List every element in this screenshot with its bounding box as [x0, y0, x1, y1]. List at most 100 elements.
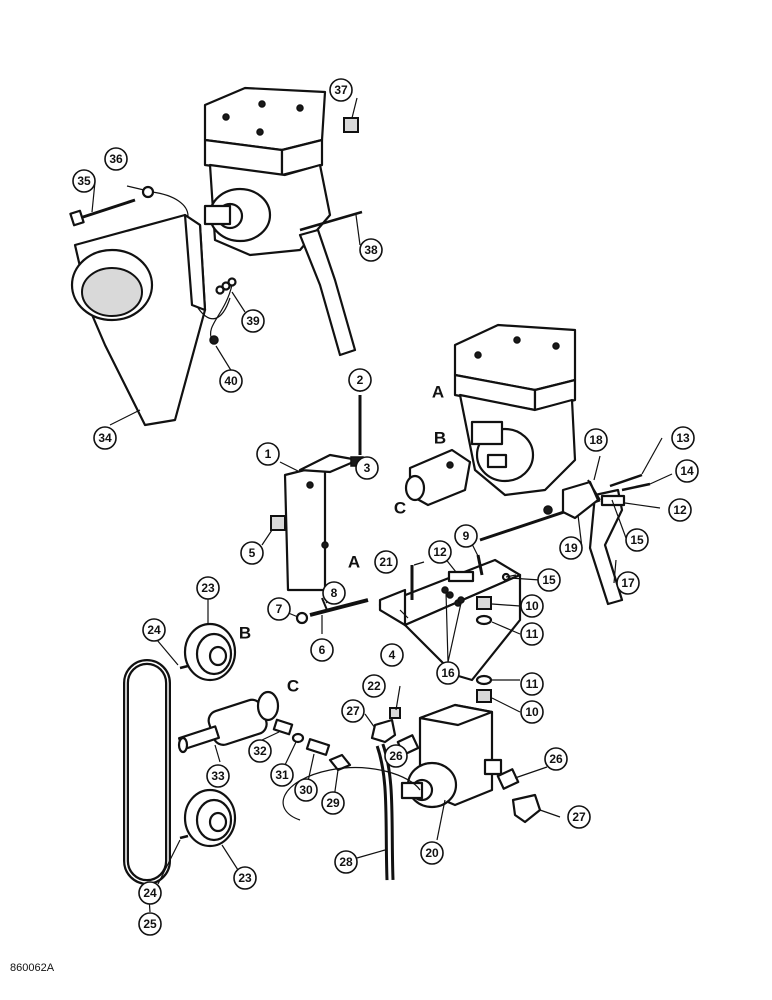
svg-text:39: 39	[246, 314, 260, 328]
callout-26-mid: 26	[384, 744, 408, 768]
svg-text:13: 13	[676, 431, 690, 445]
nut-16b	[457, 596, 465, 604]
callout-31: 31	[270, 763, 294, 787]
coupling-upper	[404, 448, 472, 507]
svg-text:17: 17	[621, 576, 635, 590]
svg-text:34: 34	[98, 431, 112, 445]
pulley-23-upper	[183, 622, 237, 682]
svg-text:15: 15	[542, 573, 556, 587]
svg-text:7: 7	[276, 602, 283, 616]
figure-id: 860062A	[10, 962, 55, 974]
bolt-38	[299, 210, 363, 232]
leader-lines	[91, 97, 673, 913]
callout-1: 1	[256, 442, 280, 466]
svg-text:9: 9	[463, 529, 470, 543]
callout-30: 30	[294, 778, 318, 802]
svg-text:35: 35	[77, 174, 91, 188]
callout-35: 35	[72, 169, 96, 193]
callout-14: 14	[675, 459, 699, 483]
callout-11-lower: 11	[520, 672, 544, 696]
svg-text:26: 26	[549, 752, 563, 766]
svg-text:8: 8	[331, 586, 338, 600]
bolt-18	[587, 479, 601, 501]
elbow-27a	[370, 718, 397, 744]
hydraulic-motor-33	[177, 690, 280, 754]
callout-24-upper: 24	[142, 618, 166, 642]
callout-3: 3	[355, 456, 379, 480]
nut-10-lower	[476, 689, 492, 703]
callout-6: 6	[310, 638, 334, 662]
svg-text:23: 23	[201, 581, 215, 595]
svg-text:10: 10	[525, 599, 539, 613]
gearbox-20	[400, 703, 503, 809]
letter-B-upper: B	[434, 429, 446, 448]
callout-37: 37	[329, 78, 353, 102]
v-belt-25	[123, 659, 171, 885]
callout-15-right: 15	[625, 528, 649, 552]
svg-text:36: 36	[109, 152, 123, 166]
washer-36	[141, 185, 155, 199]
fitting-30	[305, 738, 331, 756]
fitting-22	[389, 707, 401, 719]
svg-text:32: 32	[253, 744, 267, 758]
svg-text:12: 12	[433, 545, 447, 559]
nut-5	[270, 515, 286, 531]
svg-text:4: 4	[389, 648, 396, 662]
bolt-35	[69, 198, 136, 227]
svg-text:27: 27	[572, 810, 586, 824]
fitting-26b	[496, 768, 520, 790]
callout-36: 36	[104, 147, 128, 171]
svg-text:24: 24	[143, 886, 157, 900]
letter-B-lower: B	[239, 624, 251, 643]
nut-upper	[543, 505, 553, 515]
svg-text:21: 21	[379, 555, 393, 569]
svg-text:18: 18	[589, 433, 603, 447]
callout-27-mid: 27	[341, 699, 365, 723]
bolt-13	[609, 473, 643, 488]
letter-C-upper: C	[394, 499, 406, 518]
callout-19: 19	[559, 536, 583, 560]
callout-27-right: 27	[567, 805, 591, 829]
washer-11-lower	[475, 674, 493, 686]
bracket-1	[283, 453, 360, 592]
svg-text:14: 14	[680, 464, 694, 478]
svg-text:1: 1	[265, 447, 272, 461]
key-24-lower	[179, 834, 189, 840]
callout-38: 38	[359, 238, 383, 262]
svg-text:30: 30	[299, 783, 313, 797]
pin-6	[309, 598, 369, 617]
callout-26-right: 26	[544, 747, 568, 771]
svg-text:38: 38	[364, 243, 378, 257]
washer-11-upper	[475, 614, 493, 626]
nut-16a	[441, 586, 449, 594]
callout-10-lower: 10	[520, 700, 544, 724]
callouts: 1 2 3 4 5 6 7 8 9 10 10 11 11 12 12 13 1…	[72, 78, 699, 936]
callout-4: 4	[380, 643, 404, 667]
svg-text:33: 33	[211, 769, 225, 783]
belt-guard	[70, 213, 207, 427]
svg-text:20: 20	[425, 846, 439, 860]
washers-39	[215, 277, 237, 295]
callout-16: 16	[436, 661, 460, 685]
middle-gearbox	[453, 323, 577, 497]
callout-11-upper: 11	[520, 622, 544, 646]
bracket-19	[561, 480, 600, 520]
svg-text:5: 5	[249, 546, 256, 560]
bolt-14	[621, 482, 651, 492]
callout-39: 39	[241, 309, 265, 333]
plate-12-lower	[447, 570, 475, 583]
svg-text:11: 11	[526, 627, 539, 641]
svg-text:11: 11	[526, 677, 539, 691]
callout-29: 29	[321, 791, 345, 815]
pin-8	[321, 597, 328, 611]
upper-gearbox	[203, 86, 357, 357]
letter-C-lower: C	[287, 677, 299, 696]
callout-24-lower: 24	[138, 881, 162, 905]
fitting-32	[272, 718, 294, 736]
callout-28: 28	[334, 850, 358, 874]
callout-12-right: 12	[668, 498, 692, 522]
letter-A-upper: A	[432, 383, 444, 402]
svg-text:29: 29	[326, 796, 340, 810]
svg-text:16: 16	[441, 666, 455, 680]
